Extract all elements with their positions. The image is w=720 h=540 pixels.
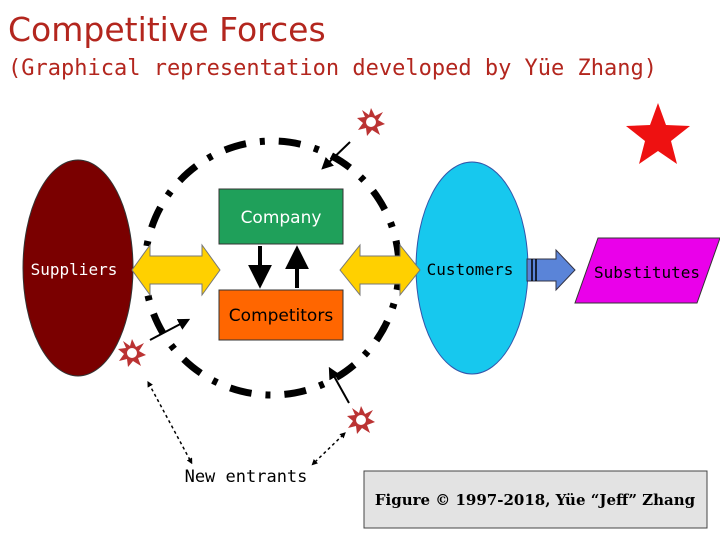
explosion-icon (118, 339, 146, 367)
suppliers-double-arrow-icon (131, 243, 221, 297)
customers-label: Customers (427, 260, 514, 279)
company-box (218, 188, 344, 245)
entry-arrow-left (149, 318, 191, 341)
new-entrants-label: New entrants (185, 467, 308, 487)
new-entrants-arrow-right (311, 432, 346, 466)
company-label: Company (241, 208, 322, 228)
competitors-box (218, 289, 344, 341)
red-star-icon (626, 103, 690, 164)
substitutes-label: Substitutes (594, 263, 700, 282)
substitutes-arrow-icon (526, 248, 576, 292)
customers-double-arrow-icon (339, 243, 421, 297)
credit-text: Figure © 1997-2018, Yüe “Jeff” Zhang (375, 491, 696, 509)
entry-arrow-top (321, 141, 351, 170)
entry-arrow-bottom (328, 366, 350, 404)
new-entrants-arrow-left (147, 380, 193, 465)
page-subtitle: (Graphical representation developed by Y… (8, 56, 658, 81)
page-title: Competitive Forces (8, 10, 326, 49)
suppliers-label: Suppliers (31, 260, 118, 279)
explosion-icon (347, 406, 375, 434)
competitors-label: Competitors (229, 306, 334, 326)
substitutes-box (574, 237, 720, 304)
explosion-icon (357, 108, 385, 136)
credit-box (363, 470, 708, 529)
